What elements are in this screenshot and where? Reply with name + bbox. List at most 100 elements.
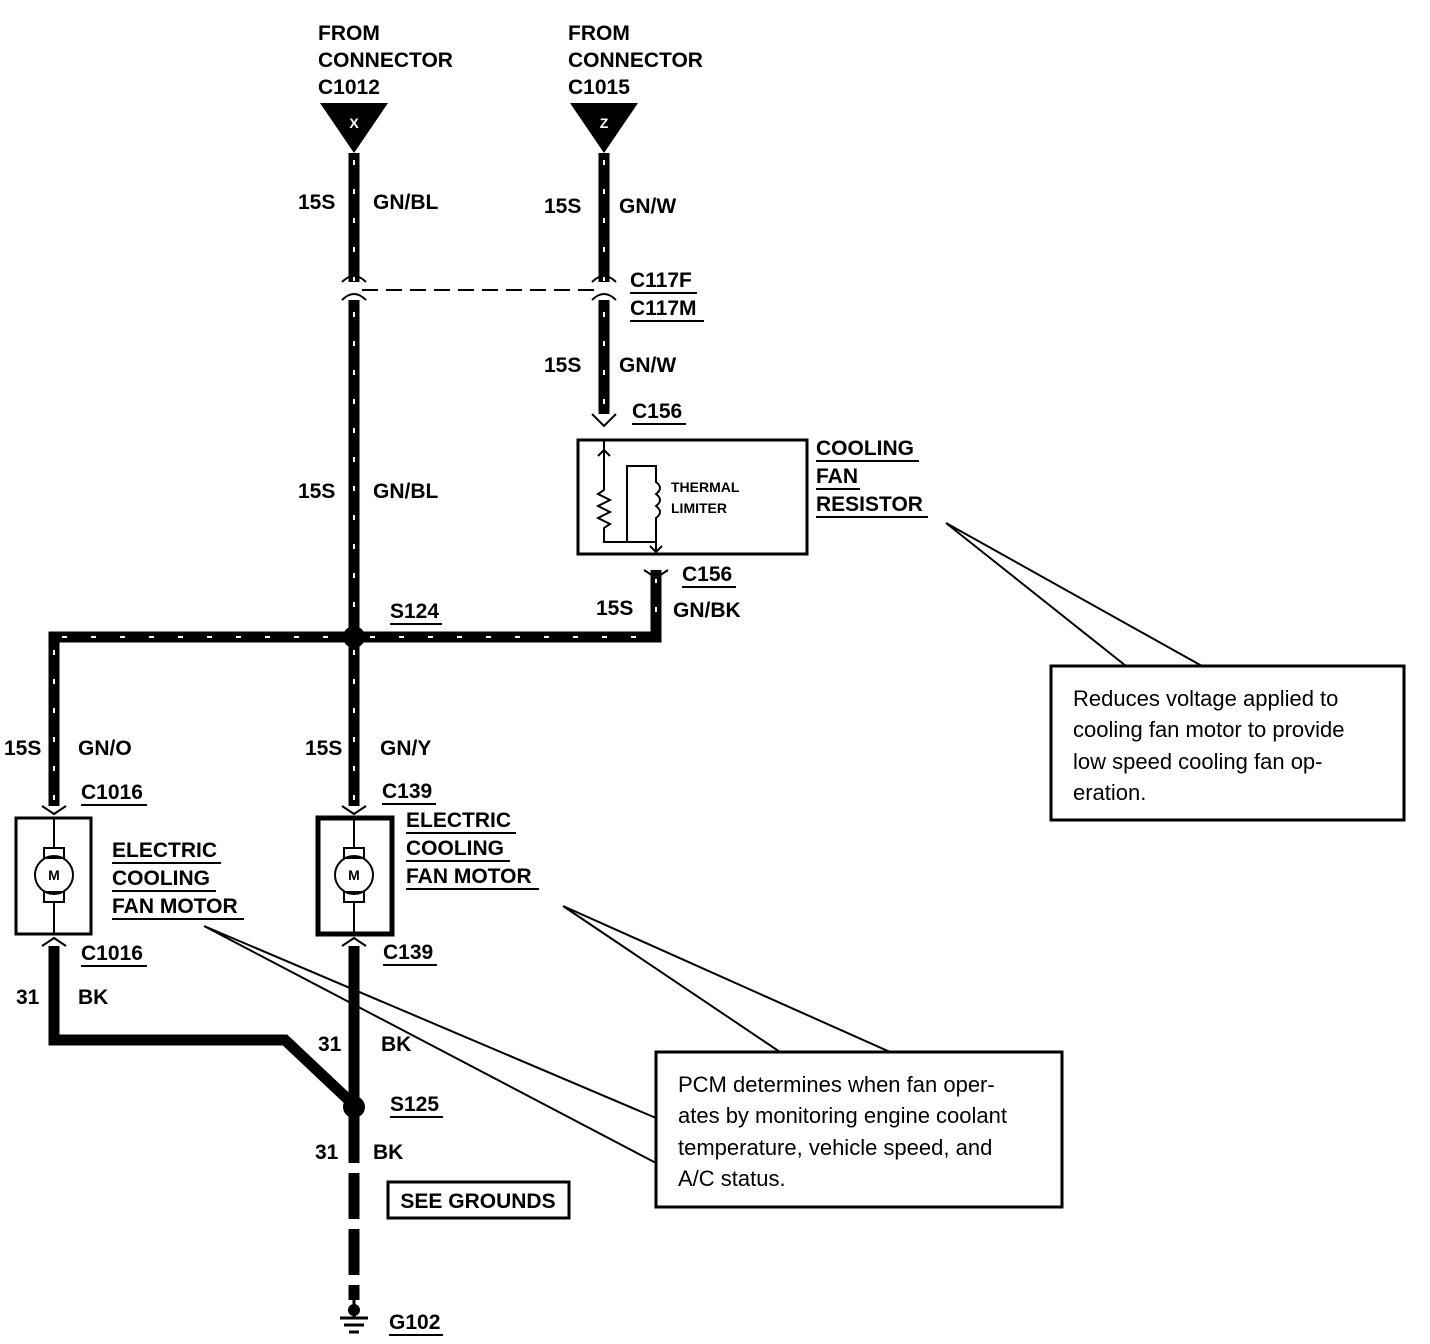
wire-gauge-label: 31 — [16, 986, 40, 1009]
from-connector-c1015: FROM CONNECTOR C1015 Z — [568, 22, 703, 153]
c139-arrow-icon — [341, 805, 367, 816]
resistor-box — [576, 438, 809, 556]
from-c1012-line2: CONNECTOR — [318, 49, 453, 72]
wire-color-label: GN/BL — [373, 480, 439, 503]
cooling-fan-resistor: THERMAL LIMITER COOLING FAN RESISTOR — [576, 437, 928, 556]
motor-right-line2: COOLING — [406, 837, 504, 860]
connector-c156-bottom: C156 — [682, 563, 732, 586]
c156-arrow-icon — [591, 413, 617, 428]
c1016-fork-icon — [41, 936, 67, 947]
wire-color-label: GN/O — [78, 737, 132, 760]
motor-left-line2: COOLING — [112, 867, 210, 890]
wire-gauge-label: 31 — [318, 1033, 342, 1056]
motor-m-icon — [34, 855, 74, 895]
resistor-title-line3: RESISTOR — [816, 493, 923, 516]
wire-gauge-label: 15S — [544, 195, 581, 218]
splice-dot-icon — [343, 626, 365, 648]
ground-g102: G102 — [340, 1300, 443, 1336]
see-grounds-reference[interactable]: SEE GROUNDS — [386, 1180, 571, 1220]
wire-color-label: GN/BL — [373, 191, 439, 214]
wire-color-label: GN/BK — [673, 599, 741, 622]
connector-z-triangle-icon — [570, 103, 638, 153]
connector-pin-z: Z — [600, 115, 609, 131]
motor-symbol: M — [348, 867, 360, 883]
from-c1015-line2: CONNECTOR — [568, 49, 703, 72]
wire-gauge-label: 15S — [298, 480, 335, 503]
connector-labels: C117F C117M C156 C156 C1016 C139 C1016 C… — [81, 269, 736, 967]
note-resistor: Reduces voltage applied to cooling fan m… — [1049, 664, 1406, 822]
from-connector-c1012: FROM CONNECTOR C1012 X — [318, 22, 453, 153]
thermal-limiter-line2: LIMITER — [671, 500, 727, 516]
c139-fork-icon — [341, 936, 367, 947]
motor-brush-icon — [343, 891, 365, 903]
ground-dot-icon — [348, 1304, 360, 1316]
note-pcm-line1: PCM determines when fan oper- — [678, 1072, 995, 1097]
connector-c139-bottom: C139 — [383, 941, 433, 964]
splice-s125-label: S125 — [390, 1093, 439, 1116]
motor-m-icon — [334, 855, 374, 895]
c1016-arrow-icon — [41, 805, 67, 816]
connector-pin-x: X — [349, 115, 359, 131]
motor-right-callout-pointer — [562, 905, 891, 1053]
motor-brush-icon — [343, 847, 365, 859]
electric-cooling-fan-motor-right: M ELECTRIC COOLING FAN MOTOR — [315, 809, 539, 937]
splice-s125: S125 — [343, 1093, 443, 1118]
wire-color-label: BK — [381, 1033, 411, 1056]
motor-left-line3: FAN MOTOR — [112, 895, 238, 918]
note-resistor-line1: Reduces voltage applied to — [1073, 686, 1338, 711]
note-pcm-line4: A/C status. — [678, 1166, 786, 1191]
wire-gauge-label: 15S — [596, 597, 633, 620]
resistor-arrow-icon — [597, 449, 663, 554]
motor-left-callout-pointer — [203, 925, 657, 1164]
splice-s124: S124 — [343, 600, 442, 648]
thermal-limiter-icon — [626, 465, 661, 542]
wire-gauge-label: 15S — [4, 737, 41, 760]
thermal-limiter-line1: THERMAL — [671, 479, 740, 495]
connector-c117m: C117M — [630, 297, 697, 320]
motor-right-line3: FAN MOTOR — [406, 865, 532, 888]
electric-cooling-fan-motor-left: M ELECTRIC COOLING FAN MOTOR — [14, 816, 244, 936]
resistor-title-line2: FAN — [816, 465, 858, 488]
motor-symbol: M — [48, 867, 60, 883]
note-pcm: PCM determines when fan oper- ates by mo… — [654, 1050, 1064, 1209]
note-pcm-line3: temperature, vehicle speed, and — [678, 1135, 992, 1160]
resistor-symbol-icon — [595, 440, 657, 550]
wire-color-label: GN/W — [619, 354, 676, 377]
wire-color-label: GN/Y — [380, 737, 431, 760]
see-grounds-box[interactable] — [386, 1180, 571, 1220]
connector-c139-top: C139 — [382, 780, 432, 803]
note-resistor-line4: eration. — [1073, 780, 1146, 805]
from-c1015-line3: C1015 — [568, 76, 630, 99]
note-resistor-line3: low speed cooling fan op- — [1073, 749, 1323, 774]
c117-fork-right-icon — [591, 275, 617, 301]
resistor-title-line1: COOLING — [816, 437, 914, 460]
note-pcm-line2: ates by monitoring engine coolant — [678, 1103, 1007, 1128]
from-c1012-line1: FROM — [318, 22, 380, 45]
resistor-callout-pointer — [945, 522, 1203, 667]
note-resistor-line2: cooling fan motor to provide — [1073, 717, 1345, 742]
from-c1015-line1: FROM — [568, 22, 630, 45]
connector-c156-top: C156 — [632, 400, 682, 423]
motor-left-line1: ELECTRIC — [112, 839, 217, 862]
c156-fork-icon — [643, 569, 669, 580]
motor-brush-icon — [43, 847, 65, 859]
splice-dot-icon — [343, 1096, 365, 1118]
wire-bk-left — [48, 946, 358, 1110]
connector-c1016-bottom: C1016 — [81, 942, 143, 965]
note-resistor-box — [1049, 664, 1406, 822]
from-c1012-line3: C1012 — [318, 76, 380, 99]
wire-gauge-label: 15S — [298, 191, 335, 214]
wire-gauge-label: 15S — [305, 737, 342, 760]
wire-color-label: BK — [78, 986, 108, 1009]
ground-label: G102 — [389, 1311, 440, 1334]
connector-c117f: C117F — [630, 269, 692, 292]
wire-gauge-label: 31 — [315, 1141, 339, 1164]
motor-brush-icon — [43, 891, 65, 903]
motor-right-line1: ELECTRIC — [406, 809, 511, 832]
wire-gauge-label: 15S — [544, 354, 581, 377]
wire-color-label: GN/W — [619, 195, 676, 218]
c117-fork-left-icon — [341, 275, 367, 301]
note-pcm-box — [654, 1050, 1064, 1209]
see-grounds-label[interactable]: SEE GROUNDS — [400, 1190, 555, 1213]
